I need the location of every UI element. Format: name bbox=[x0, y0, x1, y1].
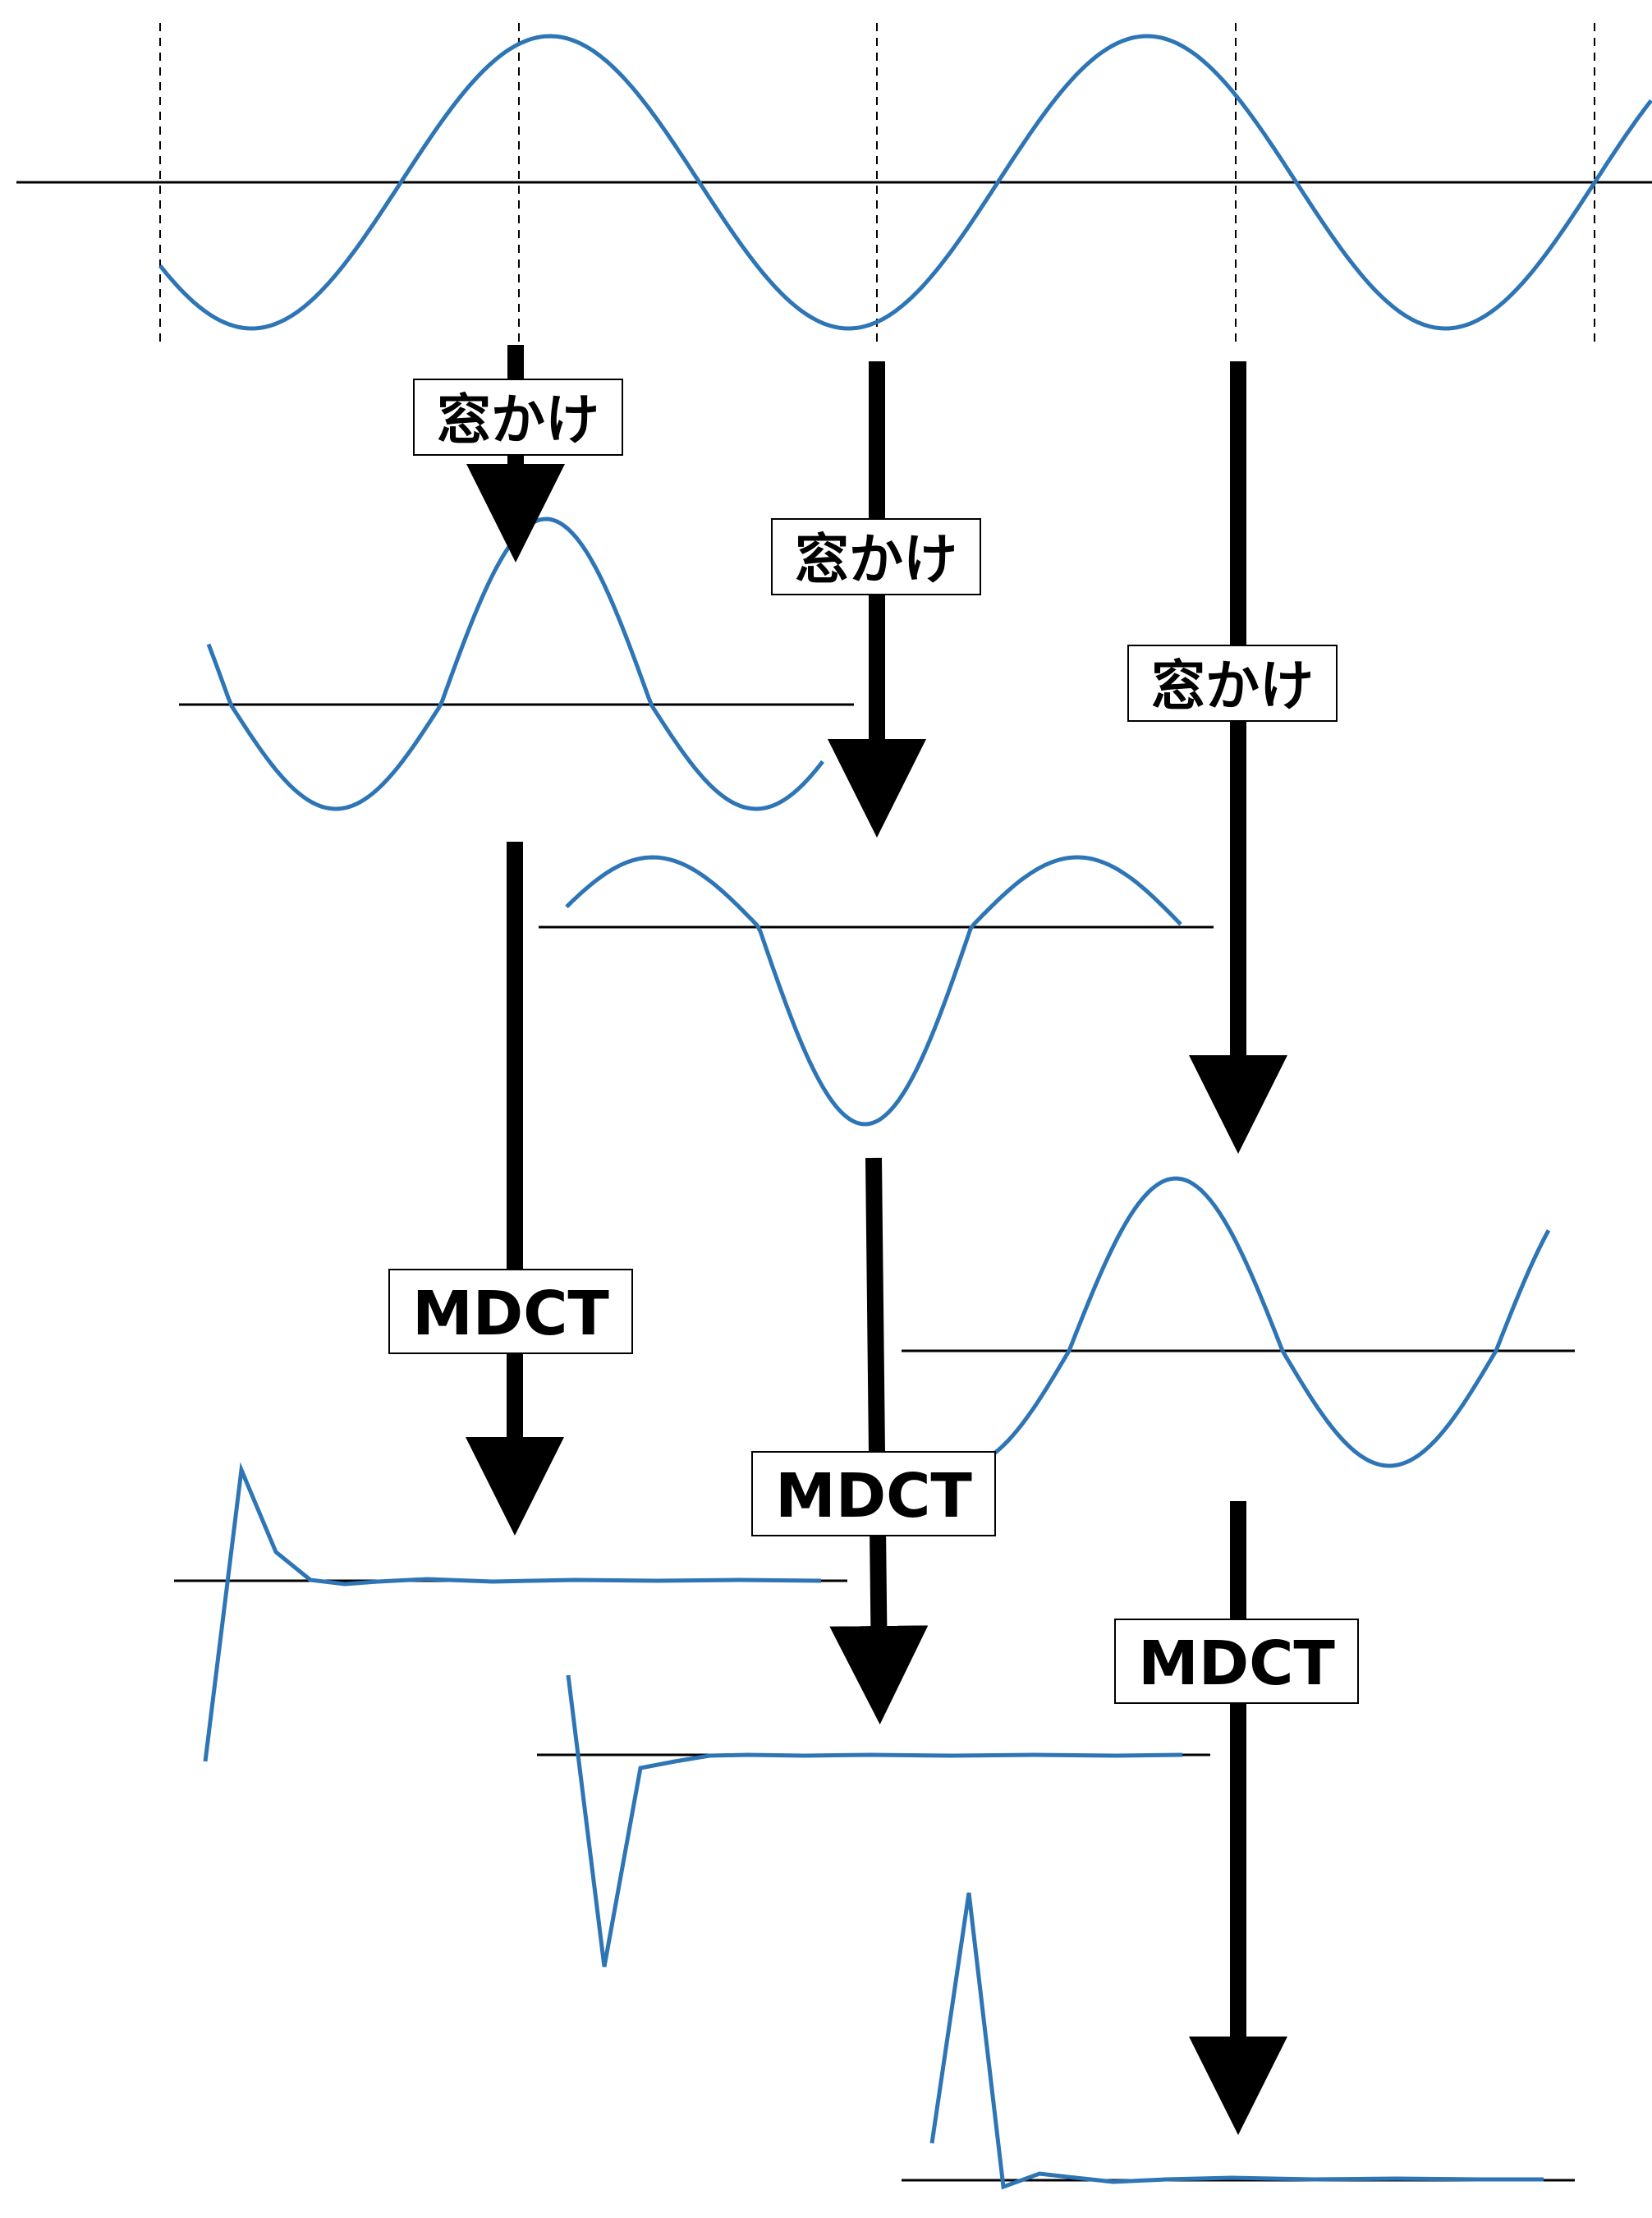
mdct-output-2 bbox=[537, 1674, 1210, 1968]
mdct-spectrum-1 bbox=[203, 1462, 822, 1762]
windowed-frame-1 bbox=[179, 517, 854, 811]
windowed-frame-2 bbox=[539, 855, 1214, 1127]
mdct-label-2-text: MDCT bbox=[775, 1461, 972, 1531]
mdct-label-2: MDCT bbox=[751, 1451, 996, 1536]
mdct-spectrum-2 bbox=[566, 1674, 1183, 1968]
mdct-label-1: MDCT bbox=[388, 1269, 633, 1354]
mdct-label-1-text: MDCT bbox=[412, 1279, 609, 1349]
windowing-label-2: 窓かけ bbox=[771, 518, 981, 595]
input-sine-wave bbox=[158, 34, 1652, 331]
input-signal-panel bbox=[16, 23, 1652, 343]
mdct-label-3-text: MDCT bbox=[1138, 1628, 1335, 1699]
windowed-wave-3 bbox=[929, 1176, 1551, 1468]
windowed-frame-3 bbox=[902, 1176, 1575, 1468]
windowed-wave-1 bbox=[206, 517, 824, 811]
mdct-output-3 bbox=[902, 1892, 1575, 2190]
windowing-label-1: 窓かけ bbox=[413, 379, 623, 456]
mdct-output-1 bbox=[174, 1462, 847, 1762]
mdct-label-3: MDCT bbox=[1114, 1619, 1359, 1704]
windowing-label-3-text: 窓かけ bbox=[1151, 654, 1314, 718]
windowing-label-3: 窓かけ bbox=[1127, 645, 1338, 722]
mdct-arrow-2 bbox=[829, 1157, 929, 1724]
windowing-label-1-text: 窓かけ bbox=[437, 388, 599, 452]
mdct-spectrum-3 bbox=[929, 1892, 1544, 2190]
windowed-wave-2 bbox=[565, 855, 1182, 1127]
windowing-label-2-text: 窓かけ bbox=[795, 528, 957, 591]
